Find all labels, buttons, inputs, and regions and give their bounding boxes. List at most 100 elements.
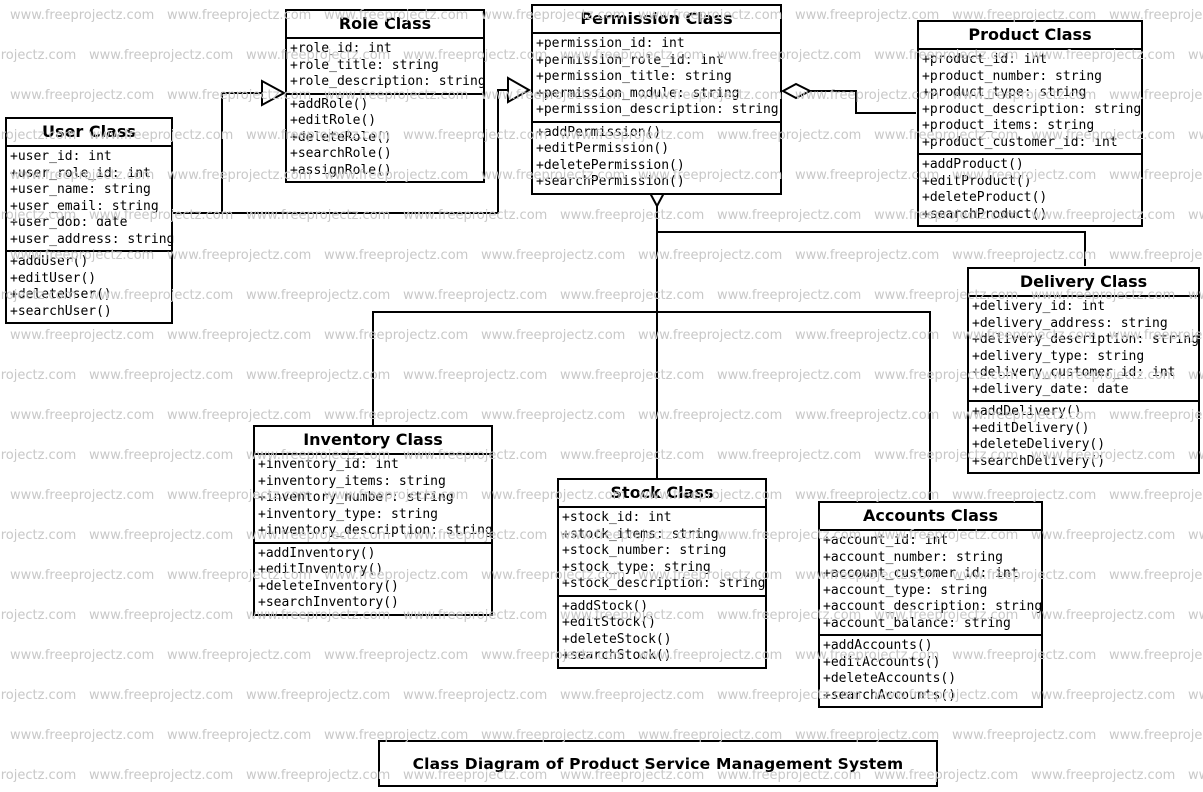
attribute-row: +inventory_type: string	[258, 506, 439, 522]
connector-permission-product	[780, 82, 916, 114]
class-box-delivery: Delivery Class+delivery_id: int+delivery…	[967, 267, 1200, 474]
attribute-row: +user_id: int	[10, 149, 112, 164]
method-row: +editDelivery()	[972, 420, 1090, 436]
class-title-accounts: Accounts Class	[820, 503, 1041, 531]
class-title-permission: Permission Class	[533, 6, 780, 34]
method-row: +addProduct()	[922, 157, 1024, 172]
class-title-inventory: Inventory Class	[255, 427, 491, 455]
class-attributes-permission: +permission_id: int+permission_role_id: …	[533, 34, 780, 123]
attribute-row: +user_email: string	[10, 198, 159, 214]
connector-inventory-accounts	[372, 311, 931, 500]
method-row: +searchPermission()	[536, 174, 685, 189]
method-row: +searchInventory()	[258, 595, 399, 610]
attribute-row: +role_description: string	[290, 74, 486, 89]
connector-permission-delivery	[657, 231, 1086, 266]
attribute-row: +user_name: string	[10, 182, 151, 197]
class-box-stock: Stock Class+stock_id: int+stock_items: s…	[557, 478, 767, 669]
class-attributes-delivery: +delivery_id: int+delivery_address: stri…	[969, 297, 1199, 402]
method-row: +addPermission()	[536, 124, 662, 140]
diagram-title: Class Diagram of Product Service Managem…	[412, 754, 904, 773]
method-row: +deletePermission()	[536, 157, 685, 173]
method-row: +deleteDelivery()	[972, 437, 1106, 452]
attribute-row: +account_description: string	[823, 599, 1043, 614]
attribute-row: +product_items: string	[922, 118, 1095, 133]
method-row: +addStock()	[562, 598, 649, 614]
attribute-row: +permission_id: int	[536, 36, 685, 51]
class-attributes-inventory: +inventory_id: int+inventory_items: stri…	[255, 455, 493, 544]
class-title-stock: Stock Class	[559, 480, 765, 508]
attribute-row: +permission_description: string	[536, 102, 779, 117]
class-methods-role: +addRole()+editRole()+deleteRole()+searc…	[287, 95, 483, 182]
method-row: +addDelivery()	[972, 404, 1082, 419]
method-row: +deleteStock()	[562, 631, 672, 647]
connector-permission-stock	[648, 179, 666, 478]
method-row: +searchStock()	[562, 648, 672, 663]
method-row: +searchRole()	[290, 146, 392, 161]
method-row: +searchProduct()	[922, 206, 1048, 222]
class-box-permission: Permission Class+permission_id: int+perm…	[531, 4, 782, 195]
class-title-delivery: Delivery Class	[969, 269, 1198, 297]
class-title-user: User Class	[7, 119, 171, 147]
class-methods-delivery: +addDelivery()+editDelivery()+deleteDeli…	[969, 402, 1198, 472]
method-row: +deleteInventory()	[258, 578, 399, 594]
generalization-arrow-role	[261, 79, 287, 107]
method-row: +addInventory()	[258, 545, 376, 561]
attribute-row: +product_type: string	[922, 85, 1087, 100]
class-methods-user: +addUser()+editUser()+deleteUser()+searc…	[7, 252, 171, 322]
attribute-row: +product_description: string	[922, 101, 1142, 117]
method-row: +deleteUser()	[10, 287, 112, 302]
attribute-row: +delivery_date: date	[972, 381, 1129, 397]
attribute-row: +delivery_description: string	[972, 332, 1199, 347]
attribute-row: +inventory_id: int	[258, 457, 399, 472]
class-attributes-user: +user_id: int+user_role_id: int+user_nam…	[7, 147, 175, 252]
attribute-row: +permission_title: string	[536, 69, 732, 84]
attribute-row: +stock_type: string	[562, 559, 711, 575]
diagram-title-box: Class Diagram of Product Service Managem…	[378, 740, 938, 787]
class-attributes-product: +product_id: int+product_number: string+…	[919, 50, 1141, 155]
class-methods-accounts: +addAccounts()+editAccounts()+deleteAcco…	[820, 636, 1041, 706]
attribute-row: +user_role_id: int	[10, 165, 151, 181]
class-box-inventory: Inventory Class+inventory_id: int+invent…	[253, 425, 493, 616]
attribute-row: +stock_number: string	[562, 543, 727, 558]
class-methods-permission: +addPermission()+editPermission()+delete…	[533, 123, 780, 193]
attribute-row: +stock_id: int	[562, 510, 672, 525]
method-row: +editStock()	[562, 615, 656, 630]
class-box-accounts: Accounts Class+account_id: int+account_n…	[818, 501, 1043, 708]
method-row: +searchUser()	[10, 303, 112, 319]
class-methods-stock: +addStock()+editStock()+deleteStock()+se…	[559, 597, 765, 667]
attribute-row: +delivery_id: int	[972, 299, 1106, 314]
aggregation-diamond-permission-right	[780, 82, 813, 100]
class-box-role: Role Class+role_id: int+role_title: stri…	[285, 9, 486, 183]
method-row: +editProduct()	[922, 173, 1032, 189]
class-box-product: Product Class+product_id: int+product_nu…	[917, 20, 1143, 227]
attribute-row: +product_id: int	[922, 52, 1048, 67]
attribute-row: +inventory_items: string	[258, 473, 446, 489]
method-row: +addUser()	[10, 254, 89, 269]
class-methods-inventory: +addInventory()+editInventory()+deleteIn…	[255, 544, 491, 614]
class-title-product: Product Class	[919, 22, 1141, 50]
class-methods-product: +addProduct()+editProduct()+deleteProduc…	[919, 155, 1141, 225]
attribute-row: +delivery_type: string	[972, 348, 1145, 364]
connector-user-permission	[222, 76, 532, 214]
attribute-row: +user_address: string	[10, 231, 175, 247]
attribute-row: +permission_module: string	[536, 85, 740, 101]
generalization-arrow-permission	[507, 76, 532, 104]
class-attributes-stock: +stock_id: int+stock_items: string+stock…	[559, 508, 766, 597]
method-row: +addAccounts()	[823, 638, 933, 653]
method-row: +editUser()	[10, 270, 97, 286]
attribute-row: +product_number: string	[922, 68, 1103, 84]
attribute-row: +inventory_description: string	[258, 523, 493, 538]
attribute-row: +role_id: int	[290, 41, 392, 56]
attribute-row: +account_number: string	[823, 549, 1004, 565]
method-row: +editInventory()	[258, 562, 384, 577]
attribute-row: +role_title: string	[290, 57, 439, 73]
attribute-row: +stock_items: string	[562, 526, 719, 542]
method-row: +deleteProduct()	[922, 190, 1048, 205]
class-attributes-accounts: +account_id: int+account_number: string+…	[820, 531, 1043, 636]
class-attributes-role: +role_id: int+role_title: string+role_de…	[287, 39, 486, 95]
attribute-row: +delivery_address: string	[972, 315, 1168, 331]
attribute-row: +user_dob: date	[10, 215, 128, 230]
method-row: +editPermission()	[536, 141, 670, 156]
attribute-row: +inventory_number: string	[258, 490, 454, 505]
